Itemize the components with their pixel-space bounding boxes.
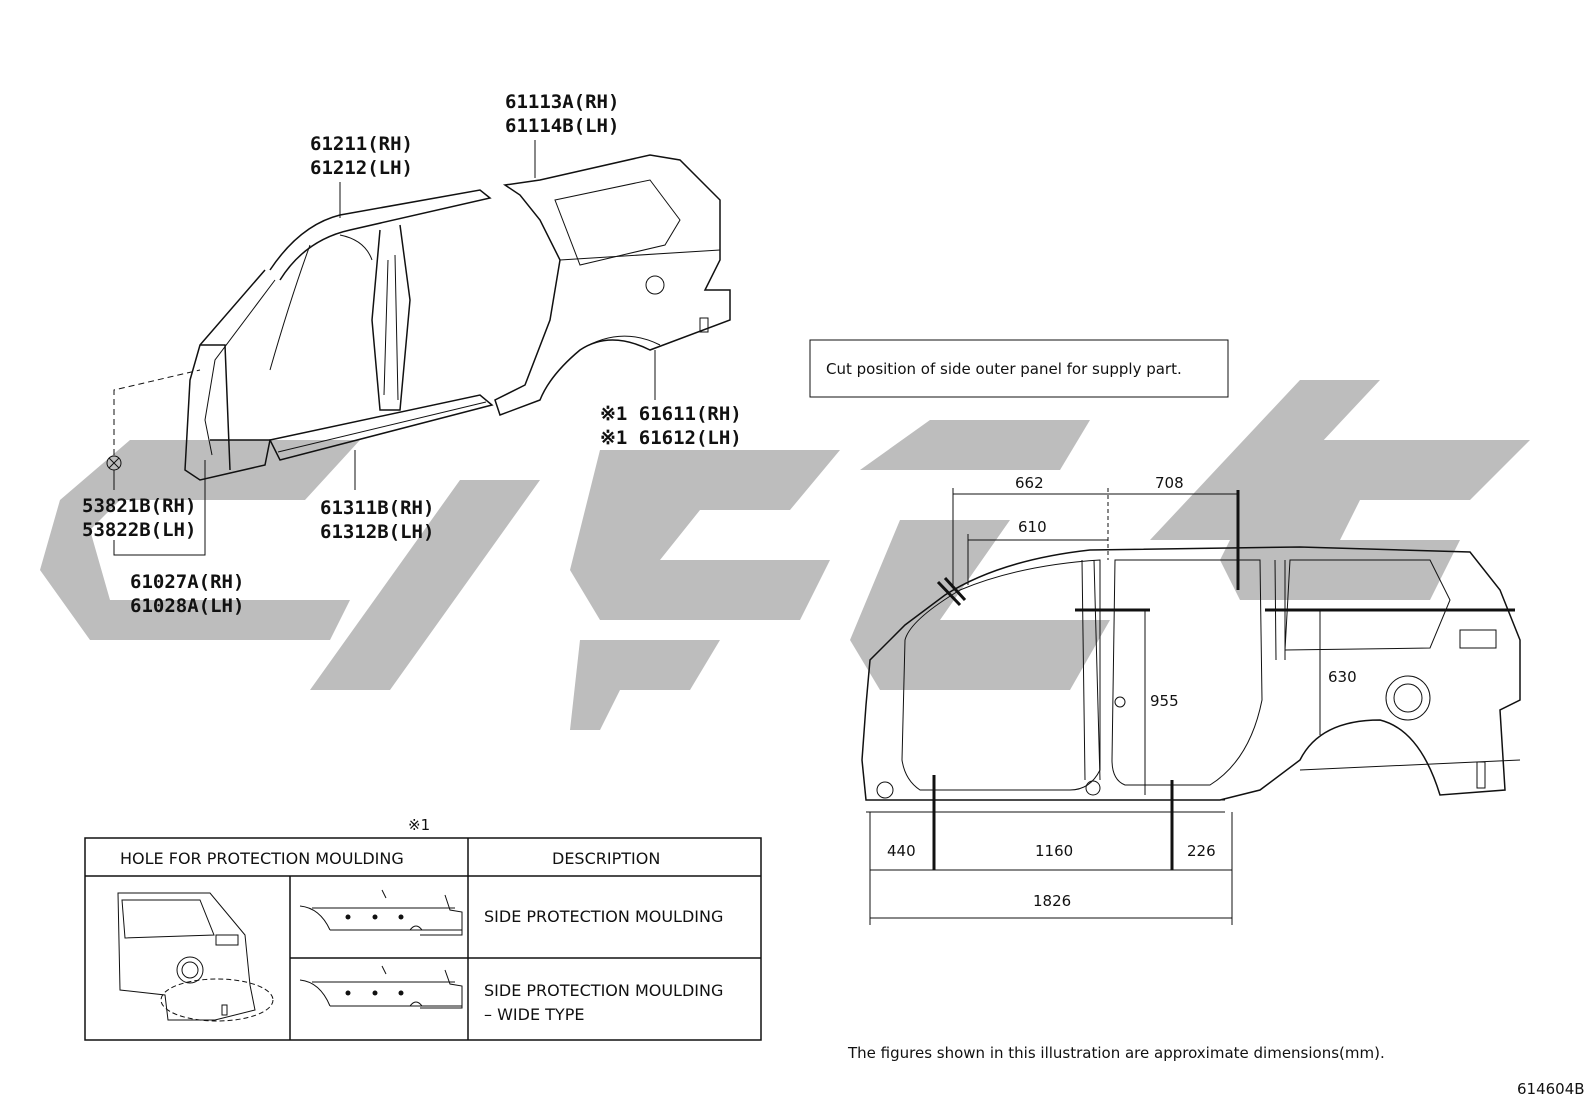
- label-rocker-rh: 61311B(RH): [320, 497, 434, 519]
- label-rail-rh: 61211(RH): [310, 133, 413, 155]
- label-quarter-lh: 61114B(LH): [505, 115, 619, 137]
- dim-1826: 1826: [1033, 892, 1071, 910]
- table-row2-description-line1: SIDE PROTECTION MOULDING: [484, 981, 723, 1000]
- label-pillar-rh: 61027A(RH): [130, 571, 244, 593]
- figure-id: 614604B: [1517, 1080, 1585, 1098]
- label-plug-rh: 53821B(RH): [82, 495, 196, 517]
- footer-note: The figures shown in this illustration a…: [847, 1044, 1385, 1062]
- table-header-description: DESCRIPTION: [552, 849, 660, 868]
- table-mark: ※1: [408, 816, 430, 834]
- dim-630: 630: [1328, 668, 1357, 686]
- table-row2-description-line2: – WIDE TYPE: [484, 1005, 584, 1024]
- cut-note-text: Cut position of side outer panel for sup…: [826, 360, 1182, 378]
- dim-708: 708: [1155, 474, 1184, 492]
- label-quarter-rh: 61113A(RH): [505, 91, 619, 113]
- moulding-table: ※1 HOLE FOR PROTECTION MOULDING DESCRIPT…: [84, 816, 762, 1041]
- label-pillar-lh: 61028A(LH): [130, 595, 244, 617]
- dim-662: 662: [1015, 474, 1044, 492]
- dim-610: 610: [1018, 518, 1047, 536]
- table-header-hole: HOLE FOR PROTECTION MOULDING: [120, 849, 404, 868]
- dim-440: 440: [887, 842, 916, 860]
- dim-1160: 1160: [1035, 842, 1073, 860]
- label-outer-rh: ※1 61611(RH): [600, 403, 742, 425]
- exploded-side-panel-drawing: [106, 140, 731, 556]
- dim-955: 955: [1150, 692, 1179, 710]
- cut-note-box: [809, 339, 1229, 398]
- table-row1-description: SIDE PROTECTION MOULDING: [484, 907, 723, 926]
- label-plug-lh: 53822B(LH): [82, 519, 196, 541]
- dim-226: 226: [1187, 842, 1216, 860]
- label-rocker-lh: 61312B(LH): [320, 521, 434, 543]
- label-outer-lh: ※1 61612(LH): [600, 427, 742, 449]
- watermark-logo: [40, 380, 1530, 730]
- side-view-drawing: [861, 488, 1521, 925]
- label-rail-lh: 61212(LH): [310, 157, 413, 179]
